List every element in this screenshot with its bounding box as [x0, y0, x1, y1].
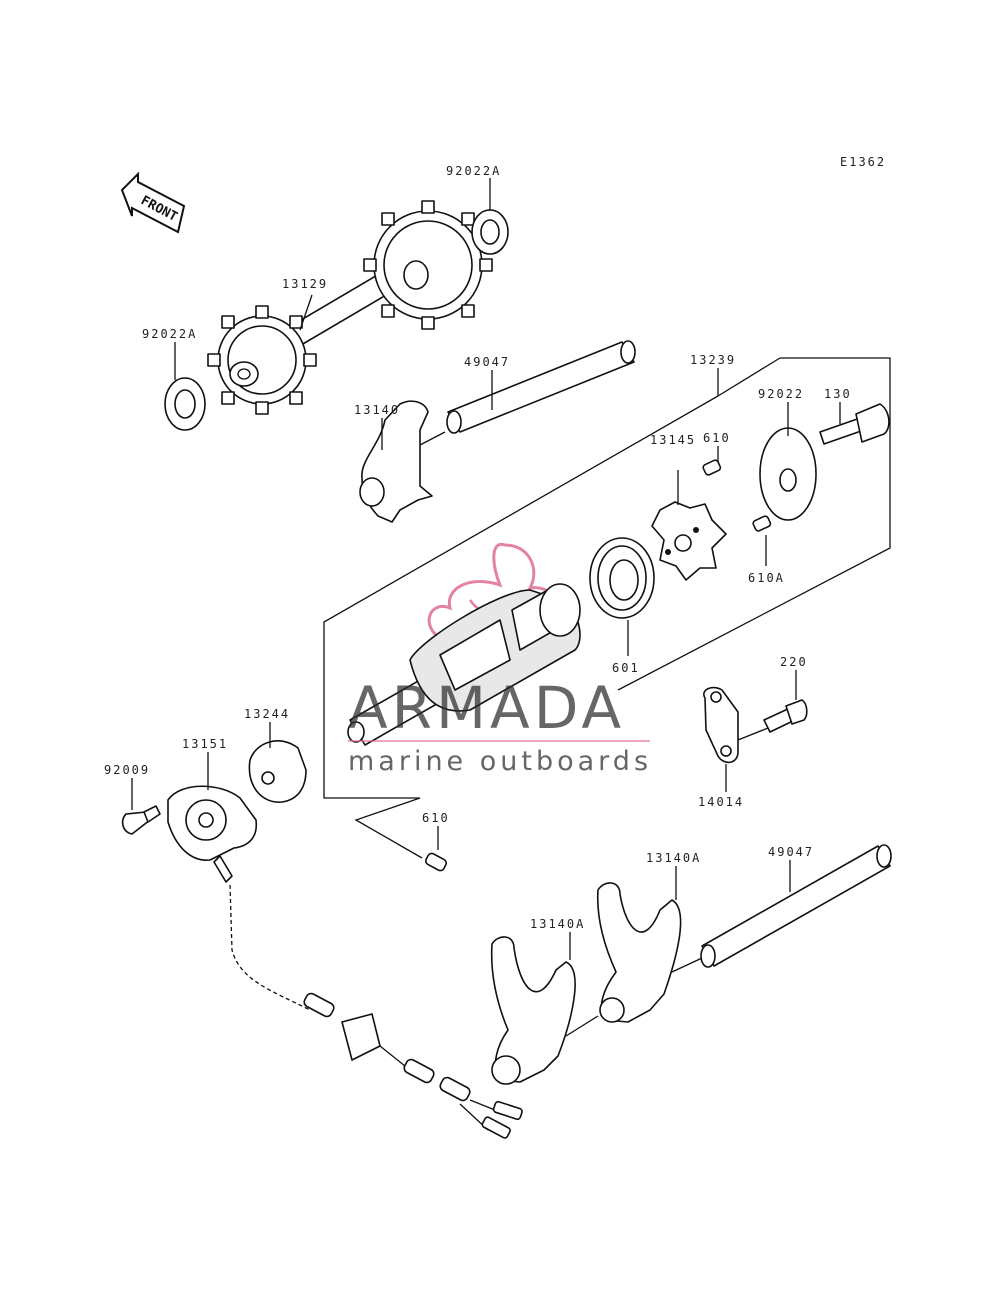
callout-610A: 610A: [748, 571, 785, 585]
shaft-13129: [207, 200, 493, 415]
diagram-code: E1362: [840, 155, 886, 169]
callout-92022A-left: 92022A: [142, 327, 197, 341]
bearing-601: [589, 537, 655, 619]
callout-13140: 13140: [354, 403, 400, 417]
callout-13244: 13244: [244, 707, 290, 721]
shift-rod-49047-bottom: [700, 844, 892, 968]
pin-610A: [752, 515, 772, 532]
callout-130: 130: [824, 387, 852, 401]
callout-13129: 13129: [282, 277, 328, 291]
callout-49047-bottom: 49047: [768, 845, 814, 859]
callout-610-top: 610: [703, 431, 731, 445]
callout-13145: 13145: [650, 433, 696, 447]
switch-wiring: [229, 884, 523, 1139]
washer-92022A-left: [164, 377, 206, 431]
cam-holder-13244: [248, 740, 307, 803]
pin-610-bottom: [424, 852, 448, 872]
callout-220: 220: [780, 655, 808, 669]
callout-92022A-top: 92022A: [446, 164, 501, 178]
watermark-tagline: marine outboards: [348, 746, 652, 777]
callout-92009: 92009: [104, 763, 150, 777]
washer-92022: [759, 427, 817, 521]
washer-92022A-top: [471, 209, 509, 255]
callout-92022: 92022: [758, 387, 804, 401]
callout-14014: 14014: [698, 795, 744, 809]
shift-fork-13140A-right: [596, 882, 682, 1023]
shift-cam-13145: [651, 501, 727, 581]
bolt-130: [819, 403, 890, 445]
stopper-lever-14014: [703, 686, 739, 764]
callout-49047-top: 49047: [464, 355, 510, 369]
shift-fork-13140: [359, 400, 433, 523]
neutral-switch-13151: [167, 785, 258, 883]
callout-601: 601: [612, 661, 640, 675]
callout-13239: 13239: [690, 353, 736, 367]
callout-610-bottom: 610: [422, 811, 450, 825]
callout-13140A-right: 13140A: [646, 851, 701, 865]
bolt-220: [763, 699, 808, 733]
shift-rod-49047-top: [446, 340, 636, 434]
callout-13140A-left: 13140A: [530, 917, 585, 931]
shift-fork-13140A-left: [490, 936, 576, 1085]
group-outline-13239: [323, 395, 719, 799]
callout-13151: 13151: [182, 737, 228, 751]
pin-610-top: [702, 459, 722, 476]
screw-92009: [121, 805, 161, 835]
watermark-brand: ARMADA: [348, 674, 625, 742]
shift-drum-13239: [347, 583, 581, 746]
front-arrow-icon: FRONT: [120, 171, 186, 234]
